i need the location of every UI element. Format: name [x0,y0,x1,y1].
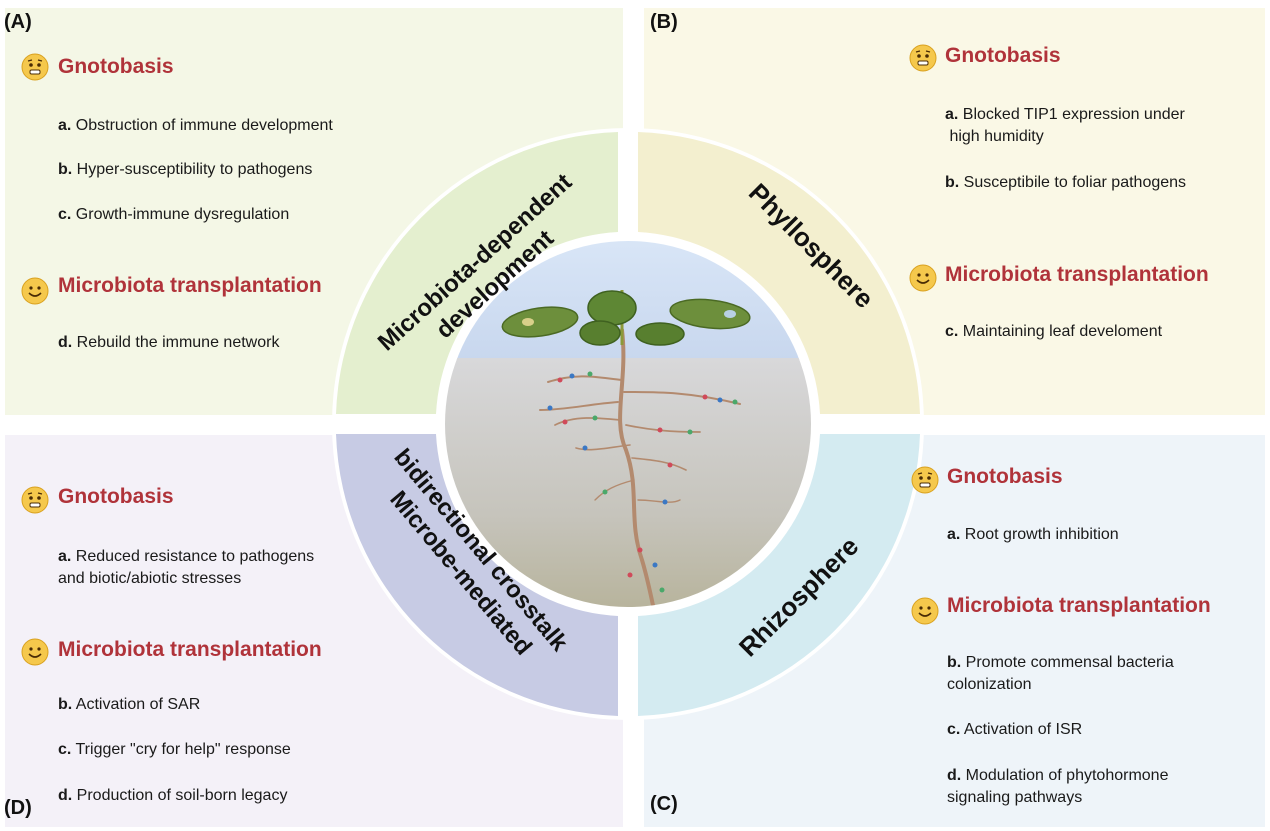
panel-a-gnotobasis-heading: Gnotobasis [58,55,174,78]
arc-a [336,132,618,414]
panel-d-gnotobasis-heading: Gnotobasis [58,485,174,508]
panel-a-item-c: c. Growth-immune dysregulation [58,206,290,223]
panel-d-item-c: c. Trigger "cry for help" response [58,741,291,758]
panel-d-item-d: d. Production of soil-born legacy [58,787,288,804]
worried-face-icon [911,466,939,494]
panel-a-item-b: b. Hyper-susceptibility to pathogens [58,161,313,178]
panel-a-item-d: d. Rebuild the immune network [58,334,280,351]
panel-d-item-b: b. Activation of SAR [58,696,201,713]
panel-b-item-a: a. Blocked TIP1 expression under high hu… [945,106,1185,145]
panel-c-transplant-heading: Microbiota transplantation [947,594,1211,617]
panel-a-item-a: a. Obstruction of immune development [58,117,333,134]
panel-b-item-c: c. Maintaining leaf develoment [945,323,1163,340]
arc-d [336,434,618,716]
panel-b-gnotobasis-heading: Gnotobasis [945,44,1061,67]
panel-c-gnotobasis-heading: Gnotobasis [947,465,1063,488]
panel-d-transplant-heading: Microbiota transplantation [58,638,322,661]
panel-label-d: (D) [4,797,32,819]
panel-b-item-b: b. Susceptibile to foliar pathogens [945,174,1187,191]
panel-c-item-a: a. Root growth inhibition [947,526,1119,543]
smiling-face-icon [909,264,937,292]
panel-a-transplant-heading: Microbiota transplantation [58,274,322,297]
panel-b-transplant-heading: Microbiota transplantation [945,263,1209,286]
arc-b [638,132,920,414]
panel-label-b: (B) [650,11,678,33]
panel-label-a: (A) [4,11,32,33]
smiling-face-icon [21,277,49,305]
worried-face-icon [21,53,49,81]
panel-c-item-c: c. Activation of ISR [947,721,1083,738]
worried-face-icon [21,486,49,514]
arc-c [638,434,920,716]
smiling-face-icon [21,638,49,666]
worried-face-icon [909,44,937,72]
smiling-face-icon [911,597,939,625]
panel-label-c: (C) [650,793,678,815]
